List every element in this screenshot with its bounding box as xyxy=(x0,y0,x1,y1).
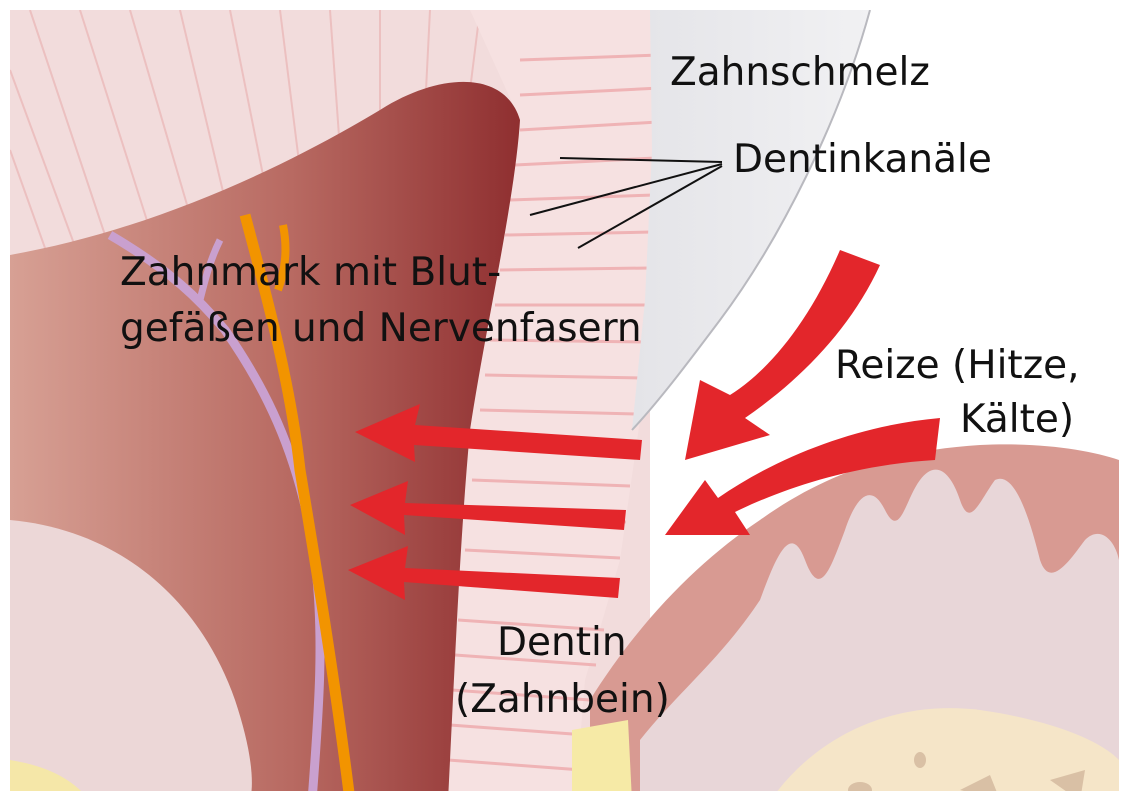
label-pulp-line2: gefäßen und Nervenfasern xyxy=(120,306,642,351)
label-pulp-line1: Zahnmark mit Blut- xyxy=(120,250,501,295)
label-dentin-line1: Dentin xyxy=(497,620,627,665)
cementum xyxy=(572,720,632,801)
label-stimuli-line1: Reize (Hitze, xyxy=(835,343,1080,388)
label-tubules: Dentinkanäle xyxy=(733,137,992,182)
label-dentin-line2: (Zahnbein) xyxy=(455,677,670,722)
label-stimuli-line2: Kälte) xyxy=(960,397,1074,442)
label-enamel: Zahnschmelz xyxy=(670,50,930,95)
